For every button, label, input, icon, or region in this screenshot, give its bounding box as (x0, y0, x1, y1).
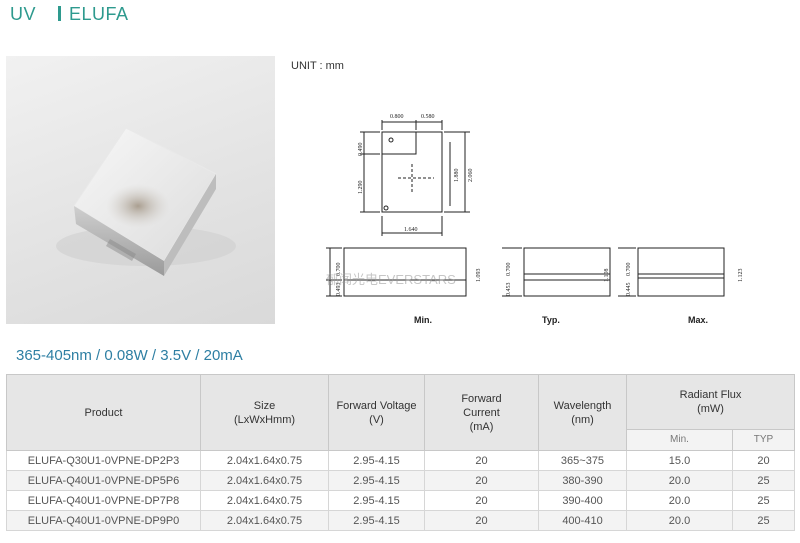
dim-left-h1: 0.490 (358, 143, 364, 157)
cell-product: ELUFA-Q40U1-0VPNE-DP5P6 (6, 470, 201, 491)
label-min: Min. (414, 315, 432, 325)
dim-total-h: 2.060 (468, 169, 474, 183)
cell-product: ELUFA-Q40U1-0VPNE-DP7P8 (6, 490, 201, 511)
cell-wavelength: 365~375 (538, 450, 627, 471)
dim-left-h2: 1.290 (358, 181, 364, 195)
dim-typ-h1: 0.700 (506, 263, 512, 277)
cell-forward-current: 20 (424, 450, 539, 471)
dim-min-h1: 0.700 (336, 263, 342, 277)
table-row: ELUFA-Q40U1-0VPNE-DP7P8 2.04x1.64x0.75 2… (6, 490, 796, 511)
cell-rf-min: 15.0 (626, 450, 733, 471)
spec-line: 365-405nm / 0.08W / 3.5V / 20mA (16, 347, 243, 364)
dim-max-h2: 0.445 (626, 283, 632, 297)
cell-forward-current: 20 (424, 470, 539, 491)
cell-forward-voltage: 2.95-4.15 (328, 510, 425, 531)
dim-top-w1: 0.800 (390, 114, 404, 120)
header-product: Product (6, 374, 201, 451)
product-family-label: ELUFA (69, 4, 129, 24)
cell-forward-current: 20 (424, 510, 539, 531)
cell-size: 2.04x1.64x0.75 (200, 490, 329, 511)
header-forward-voltage: Forward Voltage(V) (328, 374, 425, 451)
label-typ: Typ. (542, 315, 560, 325)
cell-rf-typ: 25 (731, 490, 796, 511)
watermark: 郁闻光电EVERSTARS (326, 272, 456, 287)
led-package-image (56, 127, 236, 276)
dim-inner-h: 1.880 (454, 169, 460, 183)
header-rf-min: Min. (626, 429, 733, 451)
series-label: UV (10, 4, 37, 24)
cell-wavelength: 380-390 (538, 470, 627, 491)
table-row: ELUFA-Q30U1-0VPNE-DP2P3 2.04x1.64x0.75 2… (6, 450, 796, 471)
cell-rf-typ: 25 (731, 510, 796, 531)
cell-forward-voltage: 2.95-4.15 (328, 470, 425, 491)
dim-min-total: 1.093 (476, 269, 482, 283)
product-photo (6, 56, 275, 324)
table-row: ELUFA-Q40U1-0VPNE-DP5P6 2.04x1.64x0.75 2… (6, 470, 796, 491)
header-rf-typ: TYP (731, 429, 796, 451)
cell-size: 2.04x1.64x0.75 (200, 470, 329, 491)
spec-table: Product Size(LxWxHmm) Forward Voltage(V)… (6, 374, 796, 531)
dimension-drawing: 0.800 0.580 0.490 1.290 1.880 2.060 1.64… (326, 114, 744, 325)
cell-forward-voltage: 2.95-4.15 (328, 490, 425, 511)
dim-max-total: 1.123 (738, 269, 744, 283)
side-view-min: 0.700 0.493 1.093 (326, 247, 482, 297)
cell-size: 2.04x1.64x0.75 (200, 510, 329, 531)
dim-max-h1: 0.700 (626, 263, 632, 277)
cell-rf-typ: 25 (731, 470, 796, 491)
page-title: UV ELUFA (10, 4, 129, 25)
label-max: Max. (688, 315, 708, 325)
dim-bottom-w: 1.640 (404, 227, 418, 233)
top-view: 0.800 0.580 0.490 1.290 1.880 2.060 1.64… (358, 114, 474, 236)
dim-top-w2: 0.580 (421, 114, 435, 120)
header-size: Size(LxWxHmm) (200, 374, 329, 451)
cell-wavelength: 390-400 (538, 490, 627, 511)
dim-min-h2: 0.493 (336, 283, 342, 297)
title-divider (58, 6, 62, 21)
dim-typ-total: 1.108 (604, 269, 610, 283)
cell-product: ELUFA-Q30U1-0VPNE-DP2P3 (6, 450, 201, 471)
cell-rf-min: 20.0 (626, 490, 733, 511)
dim-typ-h2: 0.453 (506, 283, 512, 297)
side-view-typ: 0.700 0.453 1.108 (502, 247, 611, 297)
side-view-max: 0.700 0.445 1.123 (618, 247, 744, 297)
cell-rf-min: 20.0 (626, 510, 733, 531)
cell-size: 2.04x1.64x0.75 (200, 450, 329, 471)
cell-forward-voltage: 2.95-4.15 (328, 450, 425, 471)
table-row: ELUFA-Q40U1-0VPNE-DP9P0 2.04x1.64x0.75 2… (6, 510, 796, 531)
cell-forward-current: 20 (424, 490, 539, 511)
cell-rf-min: 20.0 (626, 470, 733, 491)
header-radiant-flux: Radiant Flux(mW) (625, 374, 796, 430)
cell-rf-typ: 20 (731, 450, 796, 471)
cell-wavelength: 400-410 (538, 510, 627, 531)
header-wavelength: Wavelength(nm) (538, 374, 627, 451)
cell-product: ELUFA-Q40U1-0VPNE-DP9P0 (6, 510, 201, 531)
unit-label: UNIT : mm (291, 60, 344, 72)
